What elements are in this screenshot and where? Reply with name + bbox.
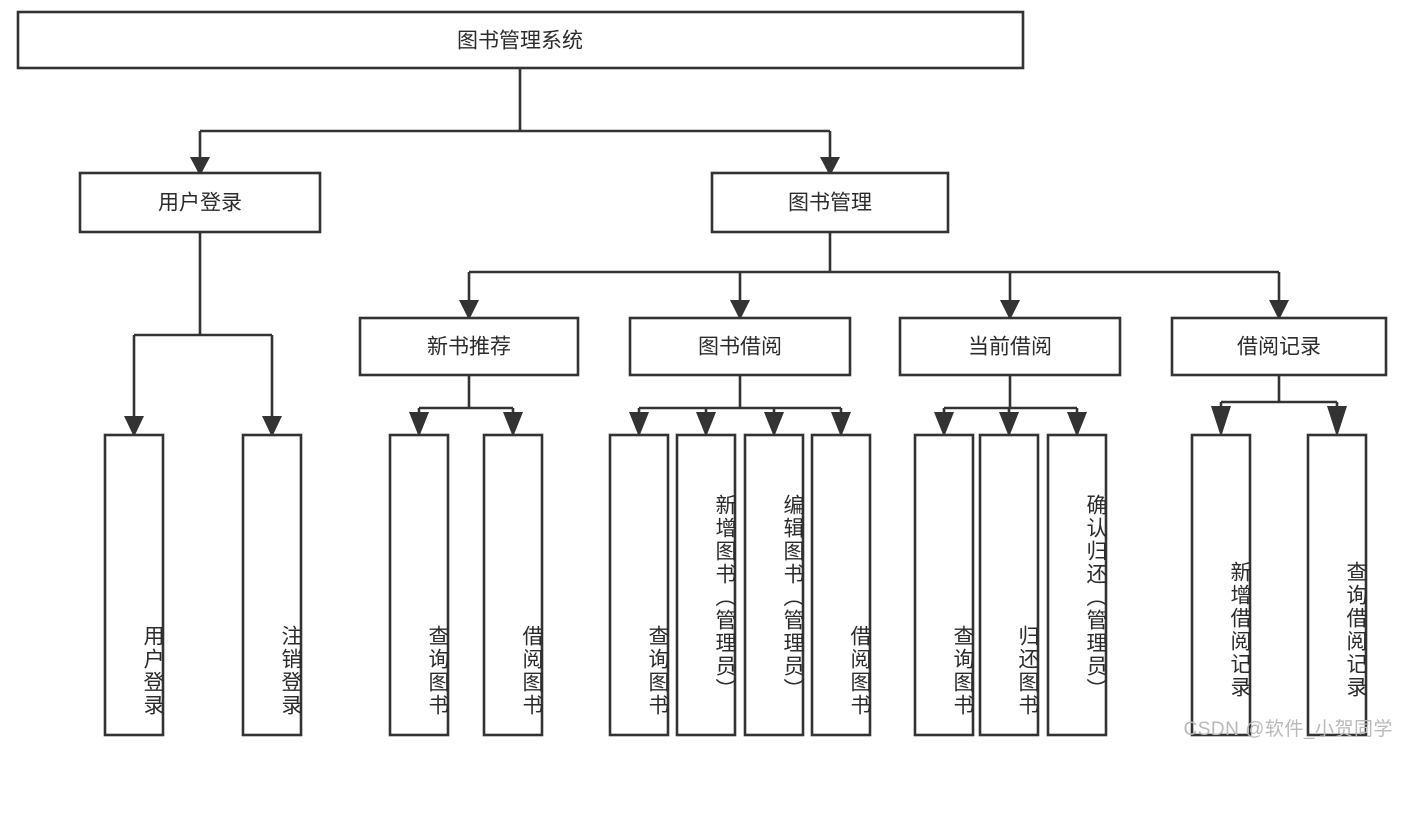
arrow-head-leaf-query-book-2 — [629, 412, 649, 437]
node-borrow-record-box[interactable] — [1170, 316, 1388, 377]
watermark-text: CSDN @软件_小贺同学 — [1183, 719, 1393, 740]
node-book-borrow[interactable]: 图书借阅 — [628, 316, 852, 377]
node-new-book-rec-box[interactable] — [358, 316, 580, 377]
arrow-head-leaf-user-login — [124, 416, 144, 437]
arrow-head-leaf-add-record — [1211, 406, 1231, 437]
node-current-borrow-box[interactable] — [898, 316, 1122, 377]
connector-group-current-borrow — [934, 375, 1087, 437]
node-borrow-record-label: 借阅记录 — [1237, 336, 1321, 359]
node-user-login-label: 用户登录 — [158, 192, 242, 215]
node-new-book-rec-label: 新书推荐 — [427, 336, 511, 359]
connector-group-book-manage — [459, 232, 1289, 320]
arrow-head-leaf-query-record — [1327, 406, 1347, 437]
node-borrow-record[interactable]: 借阅记录 — [1170, 316, 1388, 377]
arrow-head-leaf-query-book-1 — [409, 412, 429, 437]
node-leaf-query-book-3-box[interactable] — [913, 433, 975, 737]
node-leaf-query-record-box[interactable] — [1306, 433, 1368, 737]
arrow-head-leaf-edit-book — [764, 412, 784, 437]
arrow-head-leaf-borrow-book-1 — [503, 412, 523, 437]
arrow-head-current-borrow — [1000, 300, 1020, 320]
connector-group-root — [190, 68, 840, 176]
diagram-canvas: 图书管理系统 用户登录 图书管理 新书推荐 图书借阅 当前借阅 借阅记录 — [16, 10, 1393, 740]
node-leaf-user-logout-box[interactable] — [241, 433, 303, 737]
node-leaf-return-book-box[interactable] — [978, 433, 1040, 737]
arrow-head-leaf-confirm-return — [1067, 412, 1087, 437]
node-book-manage-box[interactable] — [710, 171, 950, 234]
node-root-box[interactable] — [16, 10, 1025, 70]
arrow-head-leaf-return-book — [999, 412, 1019, 437]
node-book-manage-label: 图书管理 — [788, 192, 872, 215]
node-leaf-user-login-box[interactable] — [103, 433, 165, 737]
node-root-label: 图书管理系统 — [457, 30, 583, 53]
arrow-head-book-manage — [820, 157, 840, 176]
node-leaf-edit-book-box[interactable] — [743, 433, 805, 737]
node-leaf-query-book-1-box[interactable] — [388, 433, 450, 737]
arrow-head-leaf-query-book-3 — [934, 412, 954, 437]
node-current-borrow[interactable]: 当前借阅 — [898, 316, 1122, 377]
arrow-head-user-login — [190, 157, 210, 176]
node-leaf-add-record-box[interactable] — [1190, 433, 1252, 737]
node-leaf-query-book-2-box[interactable] — [608, 433, 670, 737]
node-book-borrow-box[interactable] — [628, 316, 852, 377]
flowchart-svg: 图书管理系统 用户登录 图书管理 新书推荐 图书借阅 当前借阅 借阅记录 — [16, 10, 1388, 737]
node-leaf-borrow-book-1-box[interactable] — [482, 433, 544, 737]
connector-group-user-login — [124, 232, 282, 437]
node-leaf-confirm-return-box[interactable] — [1046, 433, 1108, 737]
arrow-head-borrow-record — [1269, 300, 1289, 320]
node-root[interactable]: 图书管理系统 — [16, 10, 1025, 70]
node-leaf-borrow-book-2-box[interactable] — [810, 433, 872, 737]
node-current-borrow-label: 当前借阅 — [968, 336, 1052, 359]
connector-group-new-book-rec — [409, 375, 523, 437]
arrow-head-book-borrow — [730, 300, 750, 320]
arrow-head-new-book-rec — [459, 300, 479, 320]
connector-group-borrow-record — [1211, 375, 1347, 437]
node-book-borrow-label: 图书借阅 — [698, 336, 782, 359]
arrow-head-leaf-add-book — [696, 412, 716, 437]
arrow-head-leaf-borrow-book-2 — [831, 412, 851, 437]
node-new-book-rec[interactable]: 新书推荐 — [358, 316, 580, 377]
arrow-head-leaf-user-logout — [262, 416, 282, 437]
node-leaf-add-book-box[interactable] — [675, 433, 737, 737]
node-user-login[interactable]: 用户登录 — [78, 171, 322, 234]
connector-group-book-borrow — [629, 375, 851, 437]
node-book-manage[interactable]: 图书管理 — [710, 171, 950, 234]
node-user-login-box[interactable] — [78, 171, 322, 234]
